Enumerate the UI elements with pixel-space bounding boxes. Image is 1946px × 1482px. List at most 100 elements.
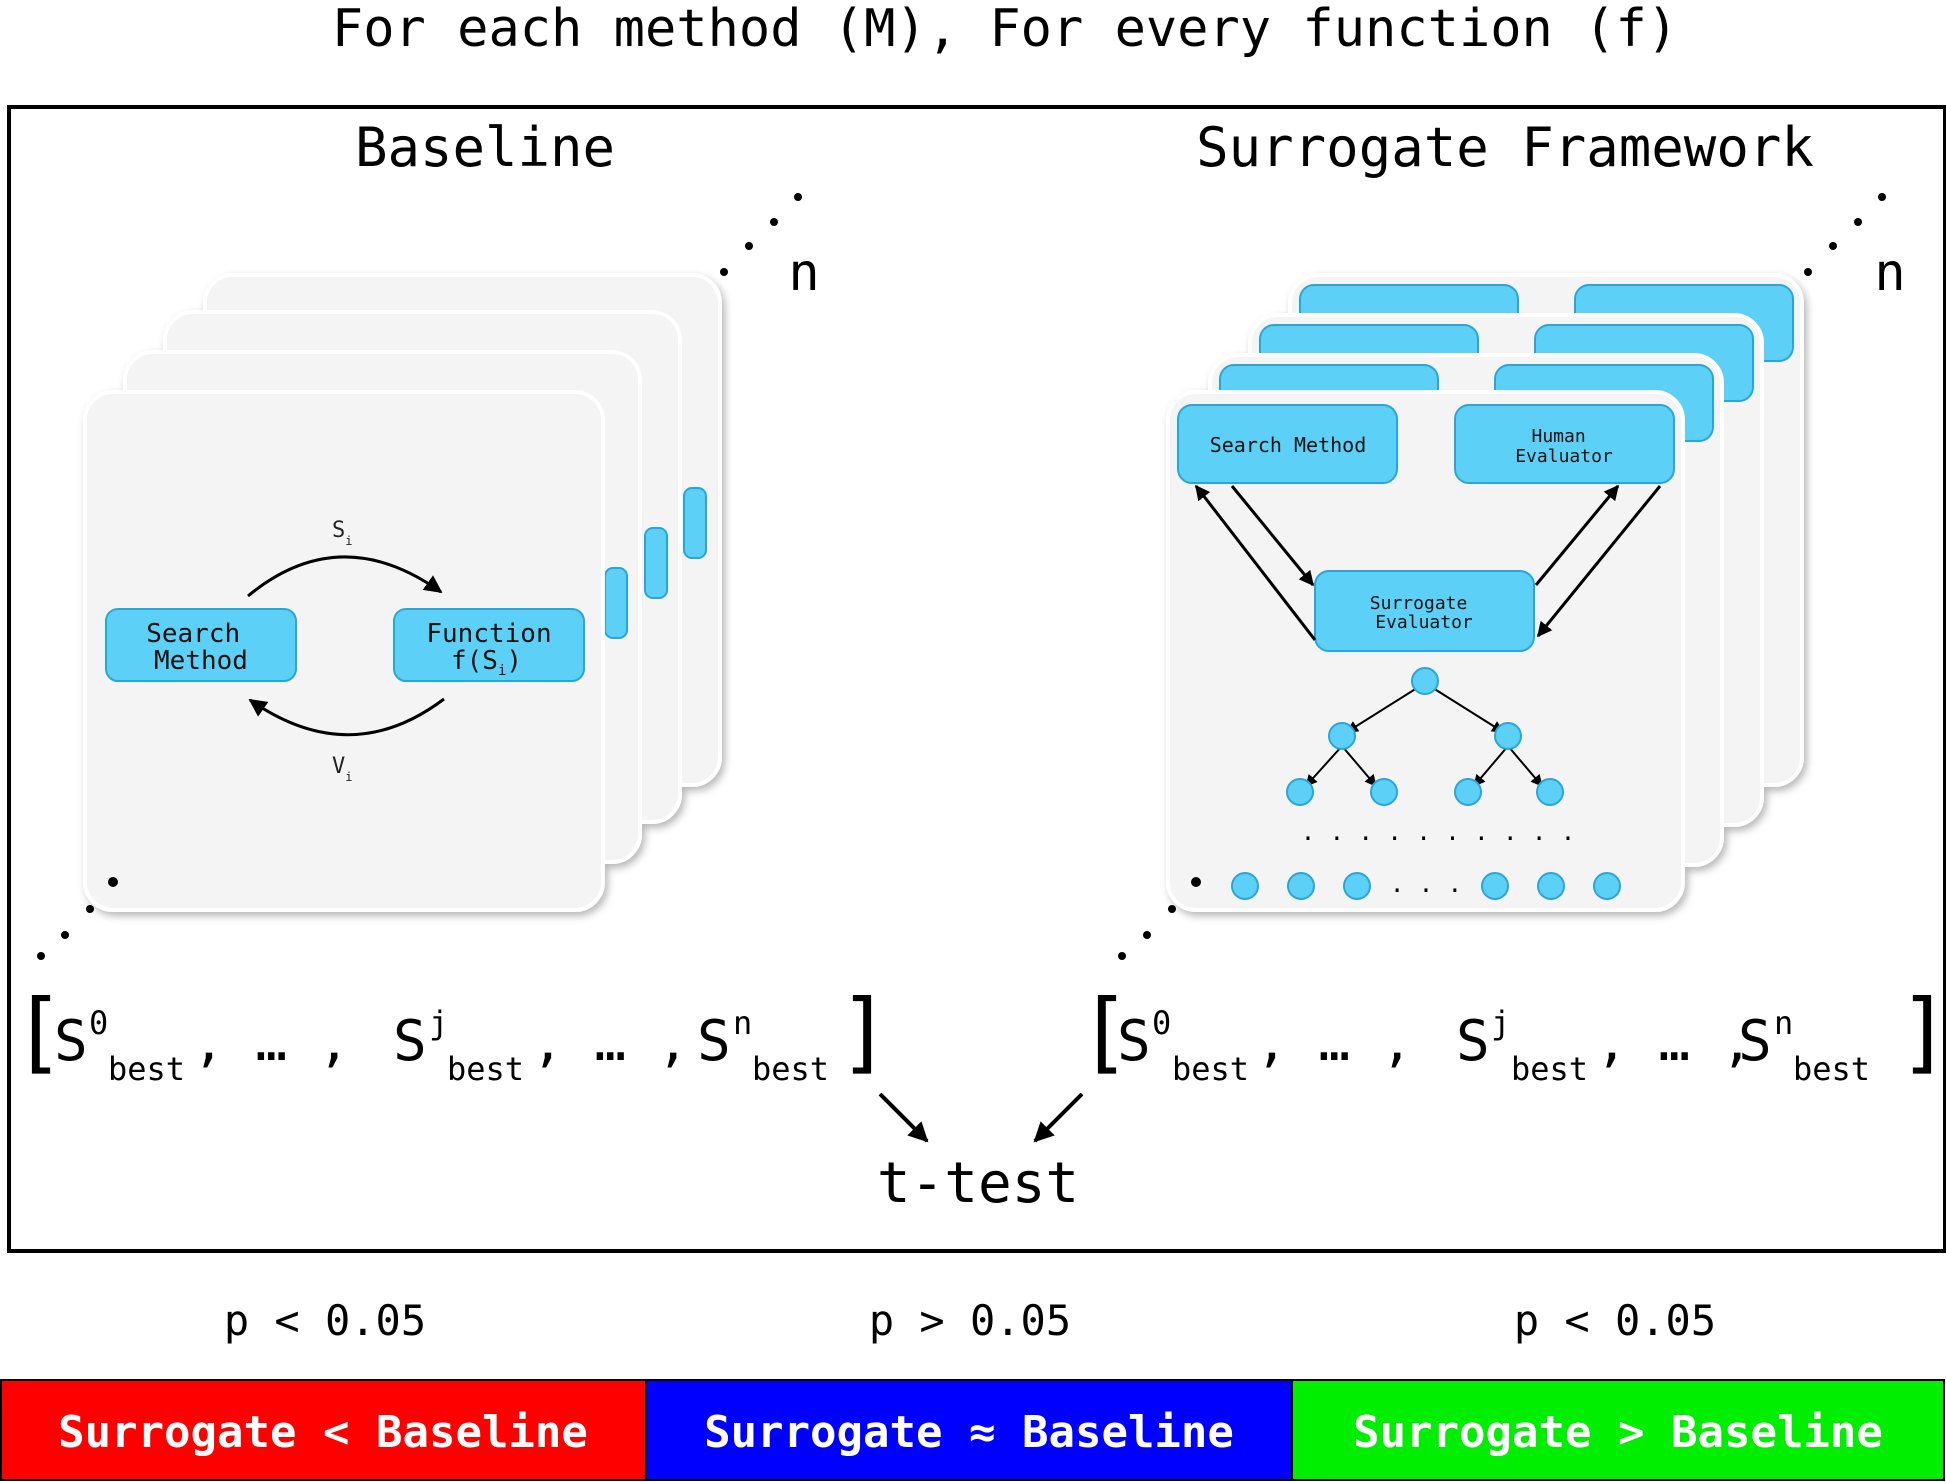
sub-best: best <box>1172 1050 1249 1088</box>
bracket-close: ] <box>1898 980 1946 1083</box>
search-method-line2: Method <box>154 646 248 676</box>
arrow-surrogate-to-ttest <box>1033 1092 1084 1143</box>
figure-title: For each method (M), For every function … <box>332 0 1678 59</box>
s-i-sub: i <box>345 534 352 548</box>
s-best-0: S <box>1117 1009 1151 1074</box>
outcome-label-worse: Surrogate < Baseline <box>58 1407 588 1458</box>
surrogate-tree <box>1305 682 1543 787</box>
baseline-result-vector: [ S 0 best , … , S j best , … , S n best… <box>12 980 891 1088</box>
tree-node <box>1328 722 1356 750</box>
leaf-ellipsis: . . . <box>1390 870 1462 898</box>
tree-node <box>1536 778 1564 806</box>
ellipsis-dot <box>1143 931 1151 939</box>
function-line2: f(S <box>451 646 498 676</box>
t-test-label: t-test <box>877 1151 1079 1216</box>
svg-text:f(Si): f(Si) <box>451 646 522 679</box>
sup-j: j <box>1491 1004 1510 1042</box>
baseline-n-label: n <box>788 243 819 303</box>
arrow-search-to-function <box>247 555 443 598</box>
ellipsis: , … , <box>532 1013 689 1073</box>
s-i-label: S <box>332 518 345 543</box>
sup-0: 0 <box>89 1004 108 1042</box>
outcome-bar-equal <box>645 1379 1293 1481</box>
baseline-function-node <box>393 608 585 682</box>
sub-best: best <box>752 1050 829 1088</box>
surrogate-evaluator-node <box>1314 570 1535 652</box>
p-value-middle: p > 0.05 <box>869 1296 1071 1345</box>
arrow-human-to-evaluator <box>1536 485 1662 638</box>
outcome-label-equal: Surrogate ≈ Baseline <box>704 1407 1234 1458</box>
leaf-node <box>1593 872 1621 900</box>
ellipsis: , … , <box>193 1013 350 1073</box>
ellipsis-dot <box>61 931 69 939</box>
svg-text:Human Evaluator: Human Evaluator <box>1515 426 1613 467</box>
sub-best: best <box>447 1050 524 1088</box>
arrow-function-to-search <box>248 697 445 737</box>
tree-node <box>1370 778 1398 806</box>
surrogate-search-method-label: Search Method <box>1210 433 1367 457</box>
ellipsis-dot <box>1118 952 1126 960</box>
ellipsis-dot <box>1191 877 1201 887</box>
sub-best: best <box>1793 1050 1870 1088</box>
s-best-n: S <box>1738 1009 1772 1074</box>
surrogate-result-vector: [ S 0 best , … , S j best , … , S n best… <box>1078 980 1946 1088</box>
ellipsis-dot <box>745 242 753 250</box>
baseline-search-method-node <box>105 608 297 682</box>
leaf-node <box>1231 872 1259 900</box>
surrogate-heading: Surrogate Framework <box>1196 116 1814 179</box>
ellipsis-dot <box>1854 218 1862 226</box>
baseline-heading: Baseline <box>355 116 615 179</box>
svg-text:Si: Si <box>332 518 352 548</box>
svg-text:Vi: Vi <box>332 754 352 784</box>
sub-best: best <box>1511 1050 1588 1088</box>
function-close: ) <box>506 646 522 676</box>
surrogate-n-label: n <box>1874 243 1905 303</box>
card-tab <box>644 527 668 599</box>
p-value-left: p < 0.05 <box>224 1296 426 1345</box>
v-i-label: V <box>332 754 345 779</box>
svg-text:Search Method: Search Method <box>146 619 256 676</box>
human-evaluator-node <box>1454 404 1675 484</box>
function-sub: i <box>498 663 506 679</box>
bracket-open: [ <box>12 980 65 1083</box>
s-best-0: S <box>54 1009 88 1074</box>
sup-j: j <box>429 1004 448 1042</box>
svg-text:Surrogate Evaluator: Surrogate Evaluator <box>1370 593 1478 633</box>
surrogate-search-method-node <box>1177 404 1398 484</box>
surrogate-panel: Surrogate Framework Search Method Human … <box>1078 116 1946 1088</box>
human-evaluator-line2: Evaluator <box>1515 446 1613 467</box>
baseline-card-front <box>83 390 605 912</box>
outcome-bar-better <box>1291 1379 1945 1481</box>
v-i-sub: i <box>345 770 352 784</box>
arrow-search-to-evaluator <box>1230 485 1315 587</box>
ellipsis-dot <box>108 877 118 887</box>
arrow-baseline-to-ttest <box>878 1092 929 1143</box>
tree-ellipsis: . . . . . . . . . . <box>1301 818 1576 846</box>
sub-best: best <box>108 1050 185 1088</box>
baseline-panel: Baseline Search Method Function f(Si) <box>12 116 891 1088</box>
ellipsis-dot <box>794 193 802 201</box>
bracket-close: ] <box>838 980 891 1083</box>
human-evaluator-line1: Human <box>1531 426 1585 447</box>
leaf-node <box>1343 872 1371 900</box>
ellipsis: , … , <box>1596 1013 1753 1073</box>
ellipsis-dot <box>770 218 778 226</box>
ellipsis-dot <box>86 905 94 913</box>
s-best-j: S <box>393 1009 427 1074</box>
tree-root-node <box>1411 667 1439 695</box>
ellipsis: , … , <box>1256 1013 1413 1073</box>
p-value-right: p < 0.05 <box>1514 1296 1716 1345</box>
surrogate-evaluator-line1: Surrogate <box>1370 593 1468 614</box>
s-best-j: S <box>1456 1009 1490 1074</box>
card-tab <box>604 567 628 639</box>
svg-text:S: S <box>54 1009 88 1074</box>
outcome-label-better: Surrogate > Baseline <box>1353 1407 1883 1458</box>
arrow-evaluator-to-search <box>1194 484 1317 641</box>
card-tab <box>683 487 707 559</box>
ellipsis-dot <box>37 952 45 960</box>
sup-n: n <box>733 1004 752 1042</box>
surrogate-evaluator-line2: Evaluator <box>1375 612 1473 633</box>
sup-0: 0 <box>1152 1004 1171 1042</box>
tree-node <box>1494 722 1522 750</box>
ellipsis-dot <box>720 268 728 276</box>
